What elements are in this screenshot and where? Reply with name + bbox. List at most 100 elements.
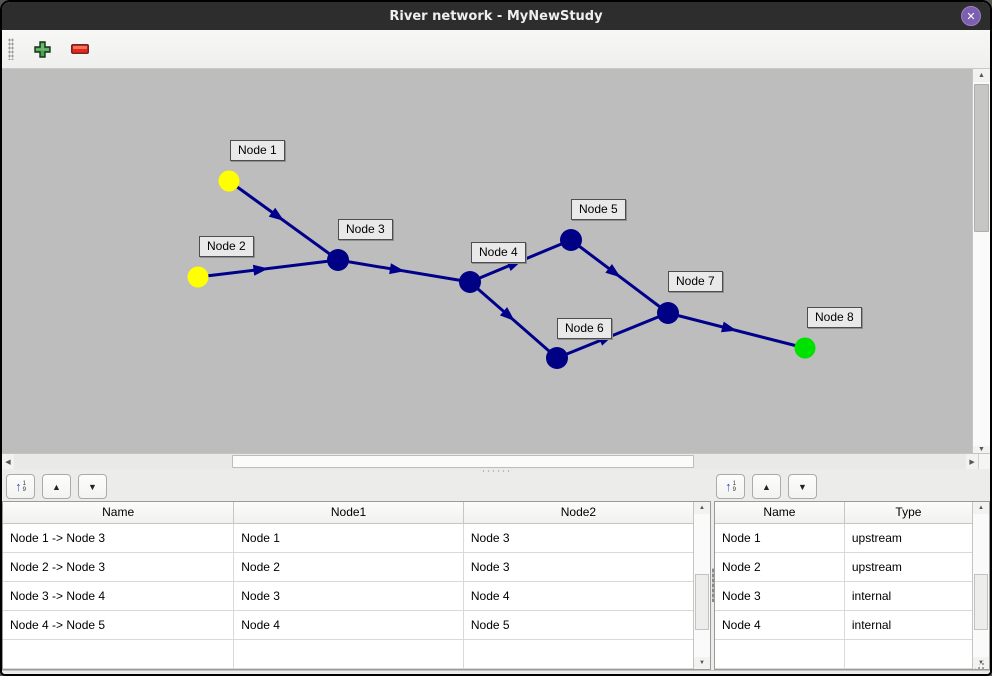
edge-arrow-icon xyxy=(721,321,737,333)
network-node[interactable] xyxy=(327,249,349,271)
canvas-horizontal-scrollbar[interactable]: ◀ ▶ xyxy=(2,454,979,469)
cell-link-name[interactable]: Node 2 -> Node 3 xyxy=(3,551,235,582)
river-network-canvas[interactable]: Node 1 Node 2 Node 3 Node 4 Node 5 Node 6 Node… xyxy=(2,69,972,453)
canvas-vscroll-thumb[interactable] xyxy=(974,84,989,232)
node-label[interactable]: Node 2 xyxy=(199,236,254,257)
cell-link-name[interactable]: Node 4 -> Node 5 xyxy=(3,609,235,640)
network-node[interactable] xyxy=(560,229,582,251)
cell-node-name[interactable]: Node 1 xyxy=(715,522,845,553)
cell-link-node1[interactable]: Node 3 xyxy=(233,580,464,611)
nodes-scroll-thumb[interactable] xyxy=(974,574,988,630)
close-icon: ✕ xyxy=(966,9,976,23)
network-node[interactable] xyxy=(187,266,209,288)
node-label[interactable]: Node 5 xyxy=(571,199,626,220)
node-label[interactable]: Node 8 xyxy=(807,307,862,328)
table-row[interactable]: Node 2 upstream xyxy=(715,551,972,582)
cell-link-node2[interactable]: Node 5 xyxy=(462,609,693,640)
cell-link-name[interactable]: Node 1 -> Node 3 xyxy=(3,522,235,553)
cell-node-type[interactable]: internal xyxy=(843,609,972,640)
node-label[interactable]: Node 3 xyxy=(338,219,393,240)
nodes-table-scrollbar[interactable]: ▲ ▼ xyxy=(972,502,989,669)
links-header-node1[interactable]: Node1 xyxy=(233,502,464,524)
node-label[interactable]: Node 7 xyxy=(668,271,723,292)
links-move-up-button[interactable]: ▲ xyxy=(42,474,71,499)
add-plus-icon xyxy=(33,40,51,58)
vertical-splitter[interactable] xyxy=(711,501,714,670)
network-node[interactable] xyxy=(657,302,679,324)
down-triangle-icon: ▼ xyxy=(798,481,807,492)
up-triangle-icon: ▲ xyxy=(52,481,61,492)
table-row[interactable] xyxy=(715,638,972,669)
cell-node-type[interactable]: internal xyxy=(843,580,972,611)
edge-arrow-icon xyxy=(499,307,515,322)
canvas-hscroll-thumb[interactable] xyxy=(232,455,694,468)
down-triangle-icon: ▼ xyxy=(88,481,97,492)
edge-arrow-icon xyxy=(252,264,269,276)
links-scroll-thumb[interactable] xyxy=(695,574,709,630)
links-table-scrollbar[interactable]: ▲ ▼ xyxy=(693,502,710,669)
scroll-down-icon[interactable]: ▼ xyxy=(973,446,990,453)
node-label[interactable]: Node 1 xyxy=(230,140,285,161)
canvas-vertical-scrollbar[interactable]: ▲ ▼ xyxy=(972,69,990,453)
status-bar xyxy=(2,658,990,674)
cell-node-name[interactable]: Node 2 xyxy=(715,551,845,582)
scroll-up-icon[interactable]: ▲ xyxy=(973,69,990,82)
canvas-row: Node 1 Node 2 Node 3 Node 4 Node 5 Node 6 Node… xyxy=(2,69,990,453)
title-bar: River network - MyNewStudy ✕ xyxy=(2,2,990,30)
scroll-up-icon[interactable]: ▲ xyxy=(973,502,989,514)
network-node[interactable] xyxy=(546,347,568,369)
nodes-move-down-button[interactable]: ▼ xyxy=(788,474,817,499)
scroll-right-icon[interactable]: ▶ xyxy=(966,454,979,469)
table-row[interactable]: Node 1 upstream xyxy=(715,522,972,553)
table-row[interactable]: Node 4 internal xyxy=(715,609,972,640)
nodes-move-up-button[interactable]: ▲ xyxy=(752,474,781,499)
network-node[interactable] xyxy=(794,337,816,359)
table-row[interactable]: Node 2 -> Node 3 Node 2 Node 3 xyxy=(3,551,693,582)
cell-link-node2[interactable]: Node 3 xyxy=(462,522,693,553)
scroll-up-icon[interactable]: ▲ xyxy=(694,502,710,514)
hscroll-row: ◀ ▶ xyxy=(2,453,990,469)
nodes-header-type[interactable]: Type xyxy=(843,502,972,524)
splitter-dots-icon xyxy=(481,470,511,472)
toolbar-grip-handle[interactable] xyxy=(8,38,14,60)
table-row[interactable]: Node 3 -> Node 4 Node 3 Node 4 xyxy=(3,580,693,611)
cell-link-name[interactable]: Node 3 -> Node 4 xyxy=(3,580,235,611)
table-row[interactable]: Node 1 -> Node 3 Node 1 Node 3 xyxy=(3,522,693,553)
network-node[interactable] xyxy=(459,271,481,293)
remove-node-button[interactable] xyxy=(68,37,92,61)
network-node[interactable] xyxy=(218,170,240,192)
table-row[interactable]: Node 4 -> Node 5 Node 4 Node 5 xyxy=(3,609,693,640)
nodes-header-name[interactable]: Name xyxy=(715,502,845,524)
cell-link-node2[interactable]: Node 4 xyxy=(462,580,693,611)
cell-link-node1[interactable]: Node 4 xyxy=(233,609,464,640)
cell-link-node1[interactable]: Node 1 xyxy=(233,522,464,553)
cell-node-name[interactable]: Node 4 xyxy=(715,609,845,640)
scrollbar-corner xyxy=(978,454,990,469)
cell-node-type[interactable]: upstream xyxy=(843,551,972,582)
cell-node-type[interactable]: upstream xyxy=(843,522,972,553)
horizontal-splitter[interactable] xyxy=(2,469,990,473)
table-row[interactable]: Node 3 internal xyxy=(715,580,972,611)
cell-link-node2[interactable]: Node 3 xyxy=(462,551,693,582)
add-node-button[interactable] xyxy=(30,37,54,61)
up-triangle-icon: ▲ xyxy=(762,481,771,492)
cell-node-name[interactable]: Node 3 xyxy=(715,580,845,611)
close-button[interactable]: ✕ xyxy=(961,6,981,26)
scroll-down-icon[interactable]: ▼ xyxy=(694,656,710,669)
nodes-table: Name Type Node 1 upstream Node 2 upstrea… xyxy=(714,501,990,670)
table-row[interactable] xyxy=(3,638,693,669)
cell-link-node1[interactable]: Node 2 xyxy=(233,551,464,582)
scroll-left-icon[interactable]: ◀ xyxy=(2,454,14,469)
links-header-node2[interactable]: Node2 xyxy=(462,502,693,524)
edge-arrow-icon xyxy=(605,263,621,278)
node-label[interactable]: Node 4 xyxy=(471,242,526,263)
links-move-down-button[interactable]: ▼ xyxy=(78,474,107,499)
node-label[interactable]: Node 6 xyxy=(557,318,612,339)
links-header-name[interactable]: Name xyxy=(3,502,235,524)
